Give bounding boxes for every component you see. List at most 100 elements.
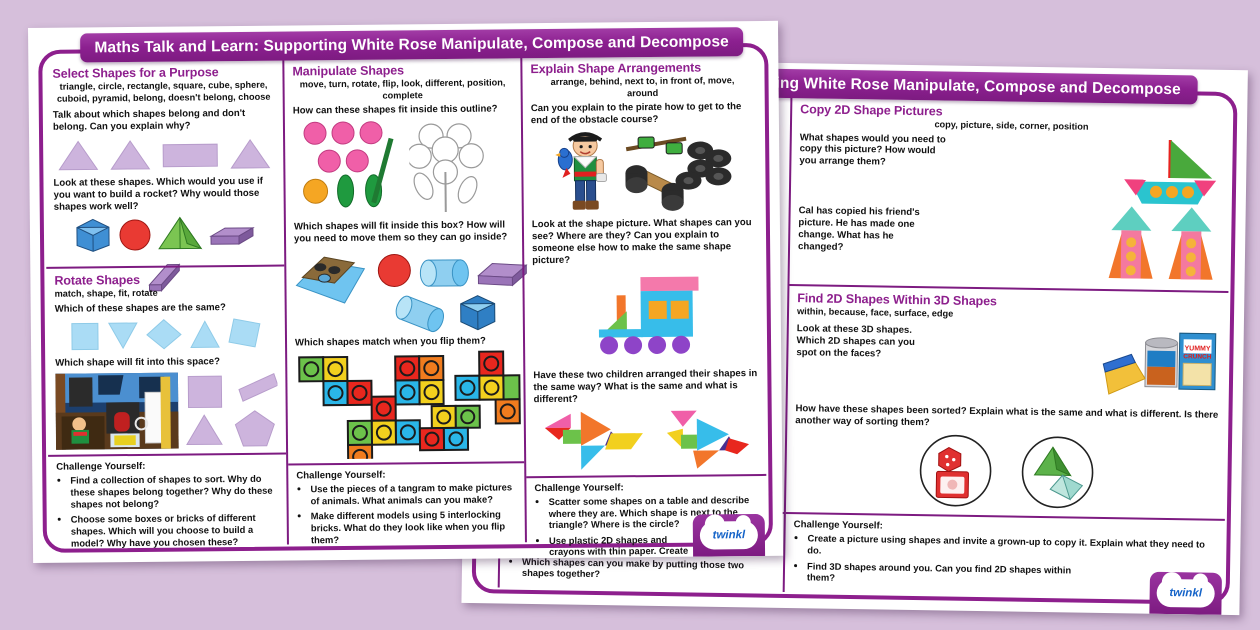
cloud-shape: twinkl — [1156, 578, 1215, 608]
cube-icon — [76, 218, 110, 252]
svg-text:YUMMY: YUMMY — [1184, 346, 1210, 353]
cloud-shape: twinkl — [699, 521, 759, 550]
challenge-item: Create a picture using shapes and invite… — [807, 533, 1216, 563]
challenge-select-rotate[interactable]: Challenge Yourself: Find a collection of… — [48, 453, 288, 559]
square-icon — [71, 323, 99, 351]
sorting-circle-pyramids-icon — [1021, 436, 1093, 509]
section-copy-2d-shape-pictures[interactable]: Copy 2D Shape Pictures copy, picture, si… — [789, 97, 1231, 291]
triangle-icon — [190, 320, 220, 349]
front-column-explain[interactable]: Explain Shape Arrangements arrange, behi… — [520, 54, 768, 563]
brand-name: twinkl — [712, 529, 746, 542]
prompt-text: Look at the shape picture. What shapes c… — [531, 217, 752, 267]
prompt-text: How can these shapes fit inside this out… — [292, 103, 498, 117]
art-flower-pieces — [299, 119, 514, 213]
challenge-heading: Challenge Yourself: — [56, 461, 146, 474]
prompt-text: Which shape will fit into this space? — [55, 356, 220, 370]
interlocking-bricks-icon — [298, 350, 521, 460]
art-sorting-circles — [794, 432, 1218, 513]
worksheet-page-front[interactable]: Maths Talk and Learn: Supporting White R… — [28, 20, 784, 563]
art-box-and-3d-shapes — [294, 247, 528, 335]
boat-shape-picture-icon — [1124, 139, 1217, 204]
section-vocabulary: match, shape, fit, rotate — [54, 287, 158, 299]
challenge-item: Use the pieces of a tangram to make pict… — [310, 481, 516, 506]
art-train-shape-picture — [532, 270, 757, 364]
prompt-text: Cal has copied his friend's picture. He … — [797, 205, 920, 254]
cube-icon — [460, 295, 496, 331]
front-column-manipulate[interactable]: Manipulate Shapes move, turn, rotate, fl… — [282, 57, 528, 555]
front-column-select-rotate[interactable]: Select Shapes for a Purpose triangle, ci… — [44, 60, 288, 559]
cuboid-tall-icon — [148, 263, 181, 292]
challenge-heading: Challenge Yourself: — [534, 482, 624, 495]
banner-title-front: Maths Talk and Learn: Supporting White R… — [94, 32, 729, 56]
section-title: Select Shapes for a Purpose — [52, 65, 219, 81]
inverted-triangle-icon — [107, 322, 138, 350]
cylinder-icon — [419, 259, 469, 287]
challenge-item: Choose some boxes or bricks of different… — [71, 512, 279, 549]
diamond-icon — [146, 319, 182, 350]
challenge-heading: Challenge Yourself: — [296, 469, 386, 482]
tangram-picture-b-icon — [666, 410, 750, 469]
obstacle-course-icon — [625, 136, 732, 211]
triangle-icon — [110, 140, 151, 170]
section-rotate-shapes[interactable]: Rotate Shapes match, shape, fit, rotate … — [46, 264, 287, 456]
art-rotated-blue-shapes — [55, 316, 277, 352]
pyramid-icon — [158, 216, 203, 250]
art-purple-2d-shapes — [53, 138, 275, 172]
svg-text:CRUNCH: CRUNCH — [1183, 354, 1212, 361]
prompt-text: Look at these shapes. Which would you us… — [53, 175, 264, 213]
art-pirate-ship-puzzle — [55, 371, 279, 451]
section-title: Rotate Shapes — [54, 272, 141, 288]
prompt-text: Which of these shapes are the same? — [54, 301, 226, 315]
section-title: Explain Shape Arrangements — [530, 60, 702, 77]
open-box-icon — [295, 256, 366, 304]
tilted-square-icon — [228, 318, 261, 348]
cuboid-flat-icon — [209, 226, 255, 245]
cuboid-icon — [477, 262, 528, 287]
sphere-icon — [377, 253, 411, 287]
prompt-text: How have these shapes been sorted? Expla… — [795, 403, 1219, 429]
challenge-item: Make different models using 5 interlocki… — [311, 509, 517, 546]
section-vocabulary: arrange, behind, next to, in front of, m… — [550, 75, 735, 98]
twinkl-logo-front[interactable]: twinkl — [692, 513, 766, 557]
art-interlocking-bricks — [295, 349, 521, 460]
section-explain-shape-arrangements[interactable]: Explain Shape Arrangements arrange, behi… — [522, 55, 766, 476]
food-packaging-3d-shapes-icon: YUMMY CRUNCH — [1102, 333, 1217, 396]
pirate-ship-scene-icon — [55, 373, 179, 451]
flower-outline-icon — [408, 123, 484, 212]
art-two-tangrams — [534, 408, 759, 472]
triangle-icon — [58, 140, 99, 171]
brand-name: twinkl — [1169, 587, 1203, 600]
triangle-icon — [230, 138, 271, 169]
section-manipulate-shapes[interactable]: Manipulate Shapes move, turn, rotate, fl… — [284, 57, 528, 463]
section-vocabulary: triangle, circle, rectangle, square, cub… — [56, 79, 271, 104]
rectangle-icon — [162, 143, 218, 168]
sphere-icon — [119, 219, 151, 251]
prompt-text: Which shapes match when you flip them? — [294, 335, 486, 349]
prompt-text: Can you explain to the pirate how to get… — [530, 101, 742, 127]
prompt-text: Talk about which shapes belong and don't… — [52, 107, 246, 133]
prompt-text: What shapes would you need to copy this … — [799, 131, 946, 169]
back-column-copy-find[interactable]: Copy 2D Shape Pictures copy, picture, si… — [782, 97, 1232, 599]
pirate-character-icon — [555, 132, 607, 210]
purple-shape-options-icon — [185, 373, 279, 447]
section-select-shapes-for-a-purpose[interactable]: Select Shapes for a Purpose triangle, ci… — [44, 60, 284, 292]
prompt-text: Look at these 3D shapes. Which 2D shapes… — [796, 323, 916, 360]
section-title: Manipulate Shapes — [292, 63, 405, 79]
sorting-circle-cubes-icon — [919, 435, 991, 507]
challenge-item: Which shapes can you make by putting tho… — [522, 556, 775, 583]
section-find-2d-within-3d[interactable]: Find 2D Shapes Within 3D Shapes within, … — [785, 283, 1229, 520]
prompt-text: Have these two children arranged their s… — [533, 367, 758, 406]
art-pirate-obstacle-course — [531, 128, 756, 214]
section-vocabulary: move, turn, rotate, flip, look, differen… — [299, 77, 506, 101]
art-3d-shapes-row — [54, 214, 277, 296]
train-shape-picture-icon — [598, 276, 699, 355]
flower-loose-pieces-icon — [303, 121, 394, 208]
twinkl-logo-back[interactable]: twinkl — [1149, 571, 1223, 615]
challenge-item: Find 3D shapes around you. Can you find … — [807, 560, 1102, 588]
two-rockets-picture-icon — [1108, 206, 1213, 281]
tangram-picture-a-icon — [544, 411, 643, 470]
challenge-item: Find a collection of shapes to sort. Why… — [70, 473, 278, 510]
challenge-manipulate[interactable]: Challenge Yourself: Use the pieces of a … — [288, 461, 526, 555]
cylinder-tilted-icon — [395, 295, 445, 333]
